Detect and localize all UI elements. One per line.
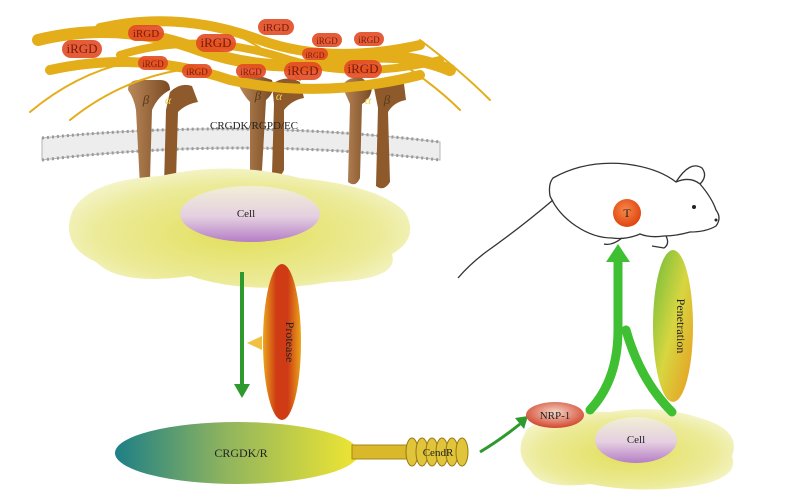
penetration-arrow [585,253,623,415]
alpha-label-3: α [365,93,372,107]
crgdk-label: CRGDK/R [214,446,267,460]
svg-text:iRGD: iRGD [316,36,338,46]
svg-text:iRGD: iRGD [305,51,324,60]
svg-text:iRGD: iRGD [200,35,231,50]
mouse-nose [714,218,718,222]
mouse-eye [692,205,696,209]
tumor-label: T [623,206,631,220]
cendr-label: CendR [423,447,454,459]
arrow-to-nrp1 [479,422,521,454]
arrow-down-head [234,384,250,398]
integrin-receptor-middle [238,73,304,178]
protease-enzyme [263,264,301,420]
cell-bottom-label: Cell [627,434,645,446]
protease-label: Protease [283,322,297,363]
irgd-peptides [62,19,384,80]
irgd-labels: iRGD iRGD iRGD iRGD iRGD iRGD iRGD iRGD … [66,22,380,78]
penetration-label: Penetration [674,299,688,354]
integrin-receptor-right [342,77,406,189]
svg-text:iRGD: iRGD [66,41,97,56]
beta-label-1: β [142,92,150,107]
svg-text:iRGD: iRGD [186,67,208,77]
nrp1-label: NRP-1 [540,410,571,422]
beta-label-2: β [254,88,262,103]
cendr-coil [405,437,469,467]
cell-top-label: Cell [237,208,255,220]
svg-text:iRGD: iRGD [240,67,262,77]
nucleus-bottom [595,417,677,463]
mouse-illustration [457,162,720,279]
extracellular-fibers [29,16,491,121]
beta-label-3: β [383,92,391,107]
svg-text:iRGD: iRGD [142,59,164,69]
svg-text:iRGD: iRGD [287,63,318,78]
integrin-receptor-left [128,80,198,188]
svg-text:iRGD: iRGD [358,35,380,45]
penetration-ellipse [653,250,693,402]
nrp1-receptor [526,402,584,428]
cendr-rod [351,444,411,460]
penetration-arrow-head [606,244,630,262]
penetration-arrow-branch [621,325,677,417]
arrow-to-nrp1-head [515,416,528,429]
svg-text:iRGD: iRGD [263,22,289,34]
alpha-label-1: α [165,93,172,107]
tumor [613,199,641,227]
alpha-label-2: α [276,89,283,103]
crgdk-peptide [115,422,359,484]
nucleus-top [180,186,320,242]
svg-text:iRGD: iRGD [347,61,378,76]
protease-cleavage-marker [247,336,262,350]
membrane-label: CRGDK/RGPD/EC [210,120,298,132]
svg-text:iRGD: iRGD [133,28,159,40]
